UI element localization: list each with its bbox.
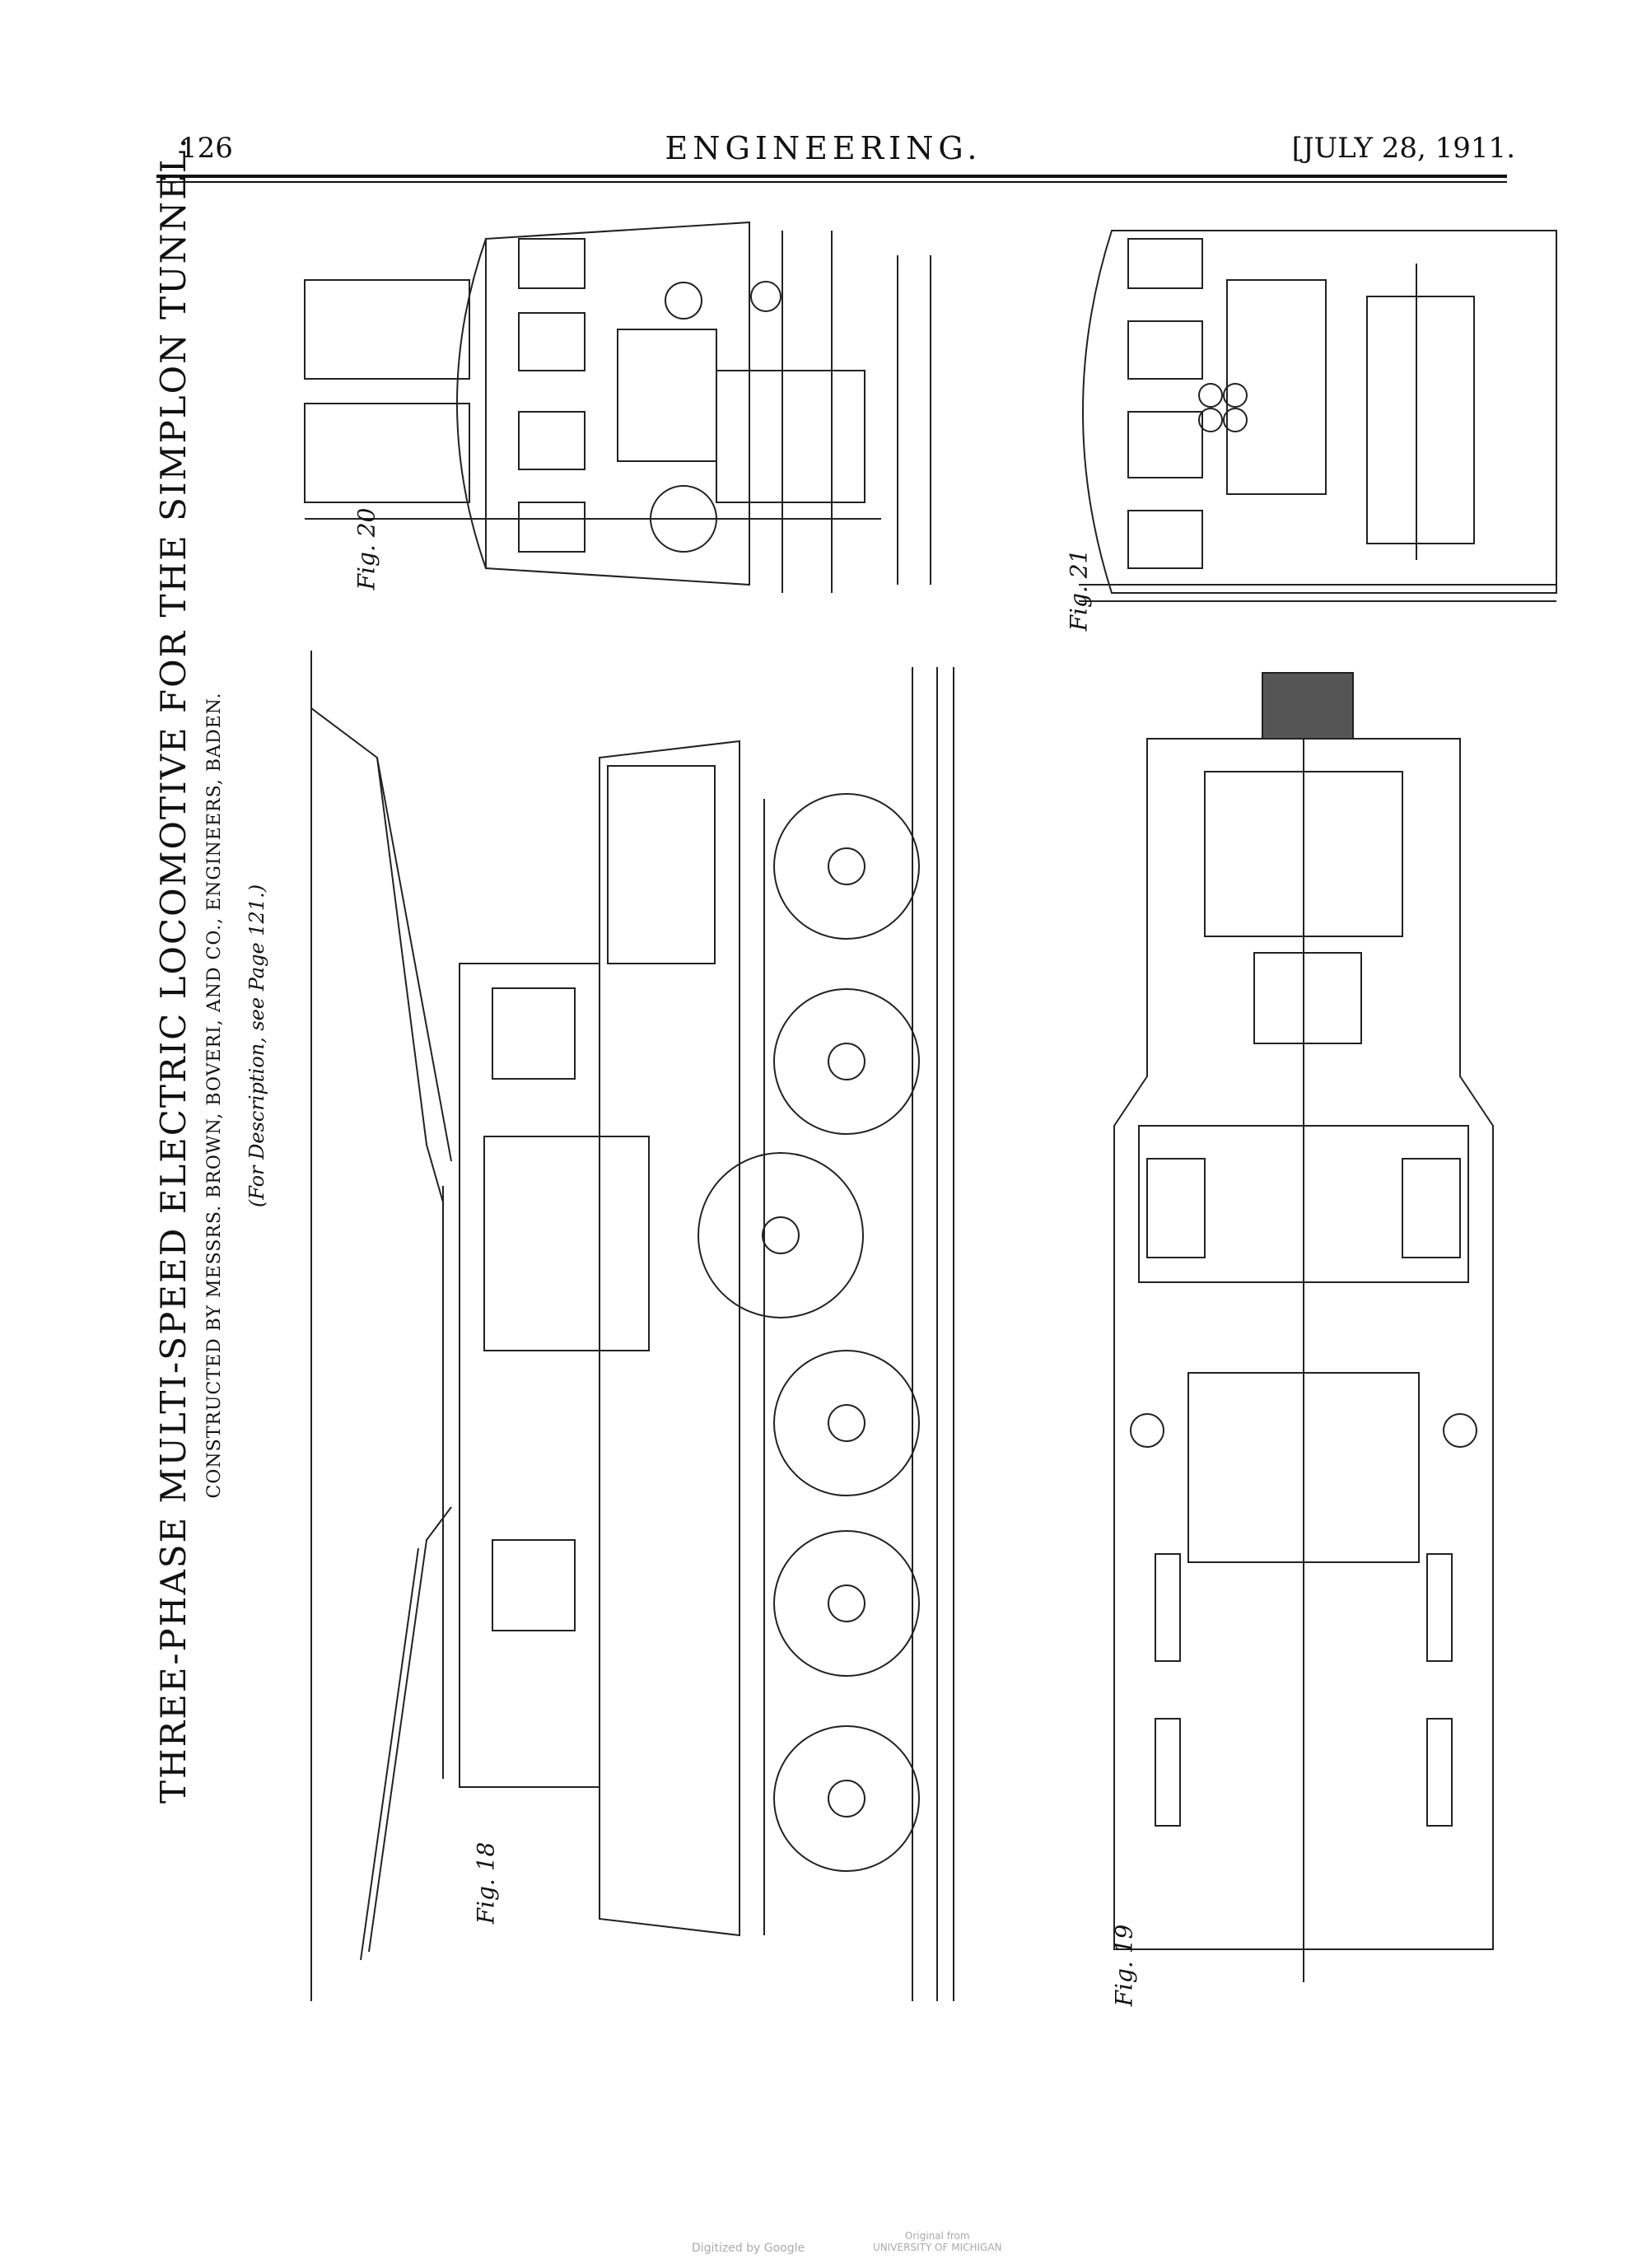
- figure-18-drawing: [310, 651, 954, 2001]
- page-number: 126: [180, 132, 233, 165]
- figure-19-label: Fig. 19: [1110, 1924, 1138, 2007]
- description-reference: (For Description, see Page 121.): [245, 884, 268, 1208]
- article-subtitle: CONSTRUCTED BY MESSRS. BROWN, BOVERI, AN…: [204, 692, 225, 1499]
- figure-18-label: Fig. 18: [472, 1841, 500, 1925]
- issue-date: [JULY 28, 1911.: [1291, 132, 1515, 165]
- figure-20-label: Fig. 20: [352, 507, 380, 590]
- figure-21-drawing: [1079, 230, 1557, 602]
- article-title: THREE-PHASE MULTI-SPEED ELECTRIC LOCOMOT…: [153, 136, 194, 1804]
- header-rule: [156, 175, 1507, 178]
- original-institution: UNIVERSITY OF MICHIGAN: [873, 2242, 1002, 2253]
- figure-19-drawing: [1113, 672, 1494, 1982]
- original-from-label: Original from: [904, 2230, 970, 2242]
- digitized-by-google: Digitized by Google: [692, 2242, 805, 2255]
- header-rule-thin: [156, 181, 1507, 183]
- original-source: Original from UNIVERSITY OF MICHIGAN: [873, 2230, 1002, 2253]
- figure-21-label: Fig. 21: [1065, 548, 1093, 632]
- journal-title: ENGINEERING.: [665, 130, 982, 166]
- figure-20-drawing: [304, 221, 931, 593]
